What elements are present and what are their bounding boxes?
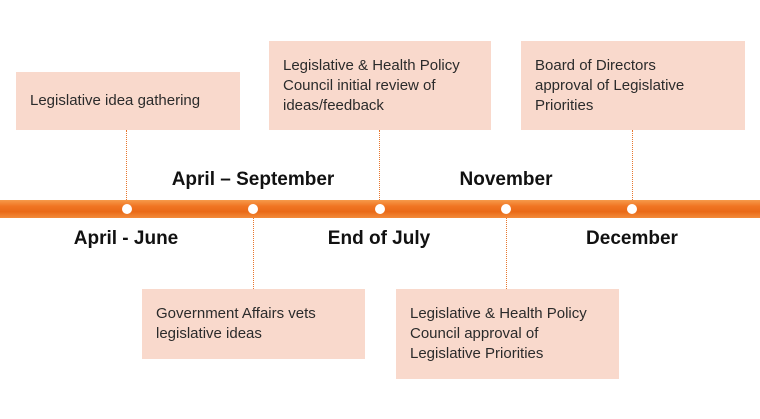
milestone-text: Legislative & Health Policy Council init…	[283, 56, 460, 114]
period-label-april-june: April - June	[73, 228, 179, 249]
timeline-dot	[375, 204, 385, 214]
milestone-text: Legislative idea gathering	[30, 92, 201, 109]
milestone-box-council-approval: Legislative & Health Policy Council appr…	[396, 289, 619, 379]
period-label-december: December	[586, 228, 678, 249]
milestone-text: Board of Directors approval of Legislati…	[535, 56, 685, 114]
timeline-dot	[122, 204, 132, 214]
milestone-text: Legislative & Health Policy Council appr…	[410, 305, 587, 362]
period-label-end-of-july: End of July	[327, 228, 431, 249]
period-label-april-september: April – September	[171, 169, 335, 190]
connector-line	[253, 212, 254, 289]
timeline-dot	[248, 204, 258, 214]
connector-line	[379, 130, 380, 206]
milestone-box-idea-gathering: Legislative idea gathering	[16, 72, 240, 130]
timeline-dot	[501, 204, 511, 214]
connector-line	[506, 212, 507, 289]
connector-line	[632, 130, 633, 206]
milestone-box-board-approval: Board of Directors approval of Legislati…	[521, 41, 745, 130]
period-label-november: November	[459, 169, 553, 190]
connector-line	[126, 130, 127, 206]
milestone-box-council-initial-review: Legislative & Health Policy Council init…	[269, 41, 491, 130]
milestone-box-government-affairs: Government Affairs vets legislative idea…	[142, 289, 365, 359]
timeline-dot	[627, 204, 637, 214]
milestone-text: Government Affairs vets legislative idea…	[156, 305, 316, 342]
